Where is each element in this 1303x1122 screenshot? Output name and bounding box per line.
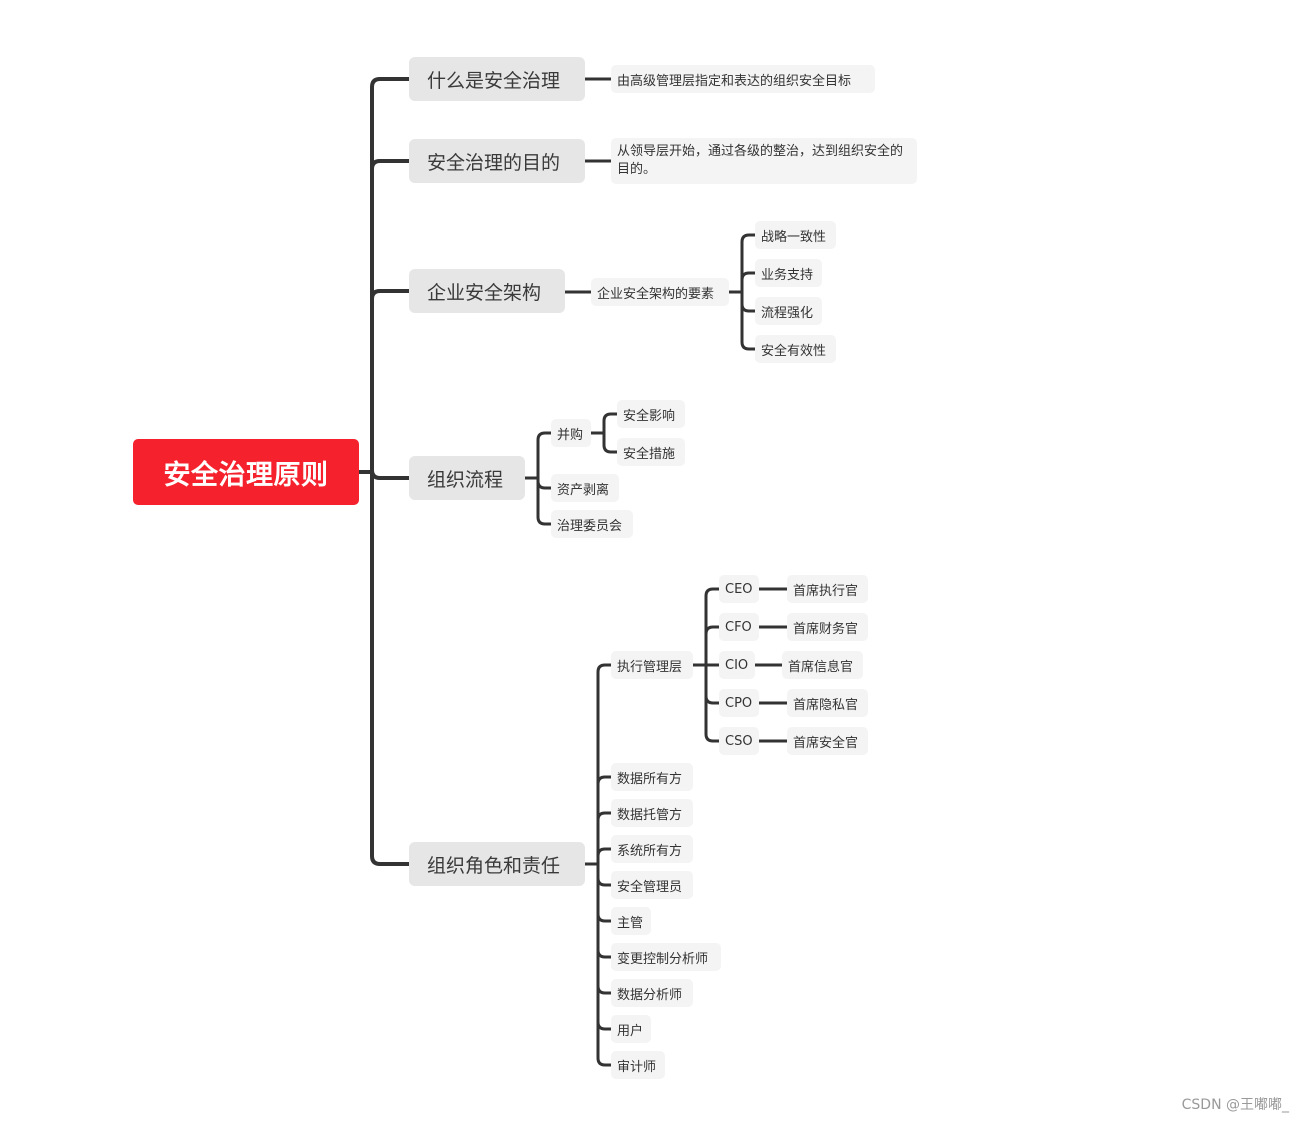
role-item[interactable]: 数据分析师 [611, 979, 693, 1007]
merger-item[interactable]: 安全措施 [617, 438, 685, 466]
roles-exec-mgmt[interactable]: 执行管理层 [611, 651, 693, 679]
arch-item[interactable]: 业务支持 [755, 259, 822, 287]
role-item[interactable]: 用户 [611, 1015, 651, 1043]
officer-title[interactable]: 首席执行官 [787, 575, 868, 603]
role-item[interactable]: 数据所有方 [611, 763, 693, 791]
arch-item[interactable]: 战略一致性 [755, 221, 836, 249]
officer-title[interactable]: 首席信息官 [782, 651, 863, 679]
officer-abbr[interactable]: CEO [719, 575, 759, 603]
process-divestiture[interactable]: 资产剥离 [551, 474, 619, 502]
role-item[interactable]: 安全管理员 [611, 871, 693, 899]
purpose-detail[interactable]: 从领导层开始，通过各级的整治，达到组织安全的目的。 [611, 138, 917, 184]
role-item[interactable]: 数据托管方 [611, 799, 693, 827]
role-item[interactable]: 主管 [611, 907, 651, 935]
officer-abbr[interactable]: CSO [719, 727, 759, 755]
watermark: CSDN @王嘟嘟_ [1181, 1097, 1289, 1113]
arch-item[interactable]: 安全有效性 [755, 335, 836, 363]
officer-abbr[interactable]: CPO [719, 689, 759, 717]
topic-org-roles[interactable]: 组织角色和责任 [409, 842, 585, 886]
what-is-detail[interactable]: 由高级管理层指定和表达的组织安全目标 [611, 65, 875, 93]
role-item[interactable]: 变更控制分析师 [611, 943, 721, 971]
role-item[interactable]: 系统所有方 [611, 835, 693, 863]
officer-abbr[interactable]: CFO [719, 613, 759, 641]
officer-title[interactable]: 首席隐私官 [787, 689, 868, 717]
arch-elements[interactable]: 企业安全架构的要素 [591, 278, 729, 306]
process-merger[interactable]: 并购 [551, 419, 591, 447]
topic-what-is[interactable]: 什么是安全治理 [409, 57, 585, 101]
officer-abbr[interactable]: CIO [719, 651, 755, 679]
role-item[interactable]: 审计师 [611, 1051, 665, 1079]
root-topic[interactable]: 安全治理原则 [133, 439, 359, 505]
topic-org-process[interactable]: 组织流程 [409, 456, 525, 500]
officer-title[interactable]: 首席财务官 [787, 613, 868, 641]
topic-enterprise-arch[interactable]: 企业安全架构 [409, 269, 565, 313]
officer-title[interactable]: 首席安全官 [787, 727, 868, 755]
merger-item[interactable]: 安全影响 [617, 400, 685, 428]
process-committee[interactable]: 治理委员会 [551, 510, 633, 538]
topic-purpose[interactable]: 安全治理的目的 [409, 139, 585, 183]
arch-item[interactable]: 流程强化 [755, 297, 822, 325]
